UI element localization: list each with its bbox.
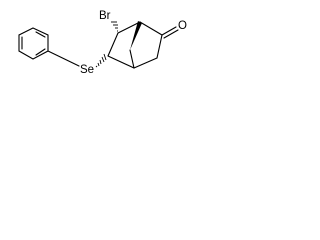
molecule-structure: Se Br O [18,10,187,76]
oxygen-atom-label: O [178,20,187,32]
selenium-carbon-hashed-bond [95,53,107,68]
bicyclic-framework [107,21,179,69]
carbon-bromine-hashed-bond [111,21,118,32]
phenyl-ring [18,27,49,60]
selenium-atom-label: Se [80,64,94,76]
phenyl-selenium-bond [47,50,80,67]
bromine-atom-label: Br [99,10,111,22]
